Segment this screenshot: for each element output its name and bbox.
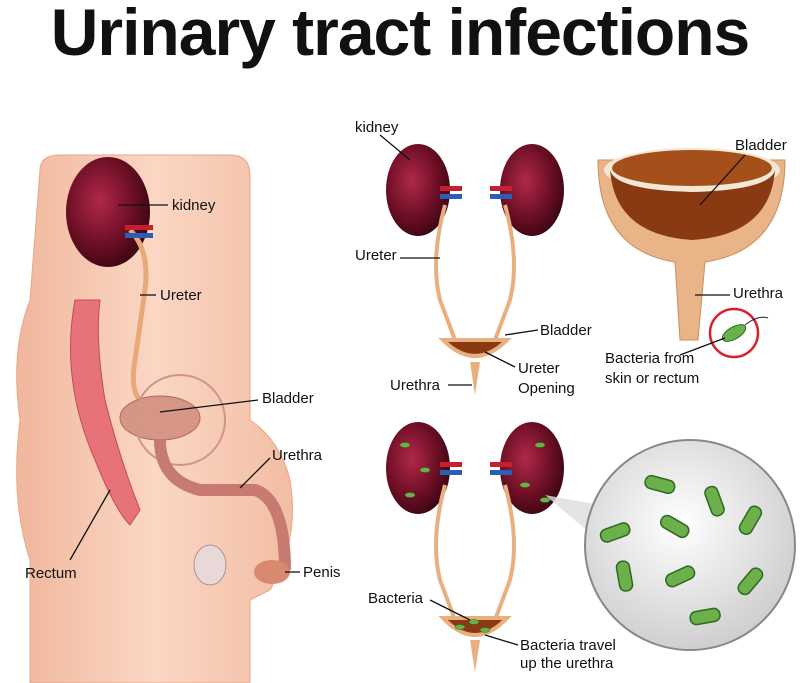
label-rectum: Rectum [25, 565, 77, 582]
label-bacteria-travel-2: up the urethra [520, 655, 614, 672]
label-penis: Penis [303, 564, 341, 581]
magnified-bacteria-circle [584, 439, 796, 651]
label-ureter-opening-1: Ureter [518, 360, 560, 377]
bladder [119, 395, 201, 441]
label-kidney: kidney [172, 197, 216, 214]
bladder-closeup [597, 148, 786, 359]
penis [254, 560, 290, 584]
urethra [154, 439, 291, 571]
kidney [66, 157, 150, 267]
rectum [70, 299, 141, 526]
label-kidney-2: kidney [355, 119, 399, 136]
label-bacteria: Bacteria [368, 590, 424, 607]
label-urethra: Urethra [272, 447, 323, 464]
label-bladder-2: Bladder [540, 322, 592, 339]
label-bladder: Bladder [262, 390, 314, 407]
urinary-system-healthy [386, 144, 564, 395]
label-urethra-3: Urethra [733, 285, 784, 302]
label-bacteria-travel-1: Bacteria travel [520, 637, 616, 654]
page-title: Urinary tract infections [50, 0, 751, 69]
label-ureter-opening-2: Opening [518, 380, 575, 397]
label-ureter-2: Ureter [355, 247, 397, 264]
label-bacteria-from-2: skin or rectum [605, 370, 699, 387]
label-bladder-3: Bladder [735, 137, 787, 154]
urinary-system-infected [386, 422, 796, 672]
left-figure-labels [69, 204, 300, 573]
label-ureter: Ureter [160, 287, 202, 304]
label-bacteria-from-1: Bacteria from [605, 350, 694, 367]
male-body-cross-section [16, 154, 293, 683]
label-urethra-2: Urethra [390, 377, 441, 394]
